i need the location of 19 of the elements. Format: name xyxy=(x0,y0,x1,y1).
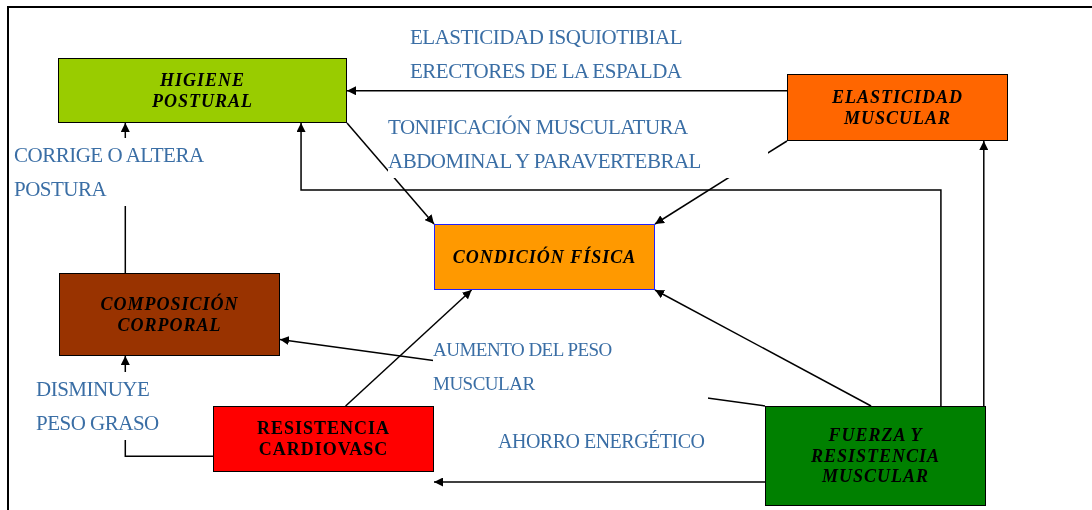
process-box xyxy=(787,74,1008,141)
process-box xyxy=(58,58,347,123)
box-label: ELASTICIDAD MUSCULAR xyxy=(830,86,964,129)
process-box xyxy=(765,406,986,506)
box-label: RESISTENCIA CARDIOVASC xyxy=(255,418,391,460)
arrow xyxy=(979,140,989,407)
arrow xyxy=(344,289,473,407)
arrow xyxy=(296,122,942,407)
box-label: CONDICIÓN FÍSICA xyxy=(451,246,638,268)
box-label: COMPOSICIÓN CORPORAL xyxy=(99,293,240,336)
arrow xyxy=(433,477,766,487)
process-box xyxy=(59,273,280,356)
arrow xyxy=(346,122,435,225)
arrow xyxy=(346,86,788,96)
arrow xyxy=(654,289,872,407)
box-label: HIGIENE POSTURAL xyxy=(151,69,254,112)
process-box xyxy=(213,406,434,472)
process-box xyxy=(434,224,655,290)
box-label: FUERZA Y RESISTENCIA MUSCULAR xyxy=(809,424,942,488)
